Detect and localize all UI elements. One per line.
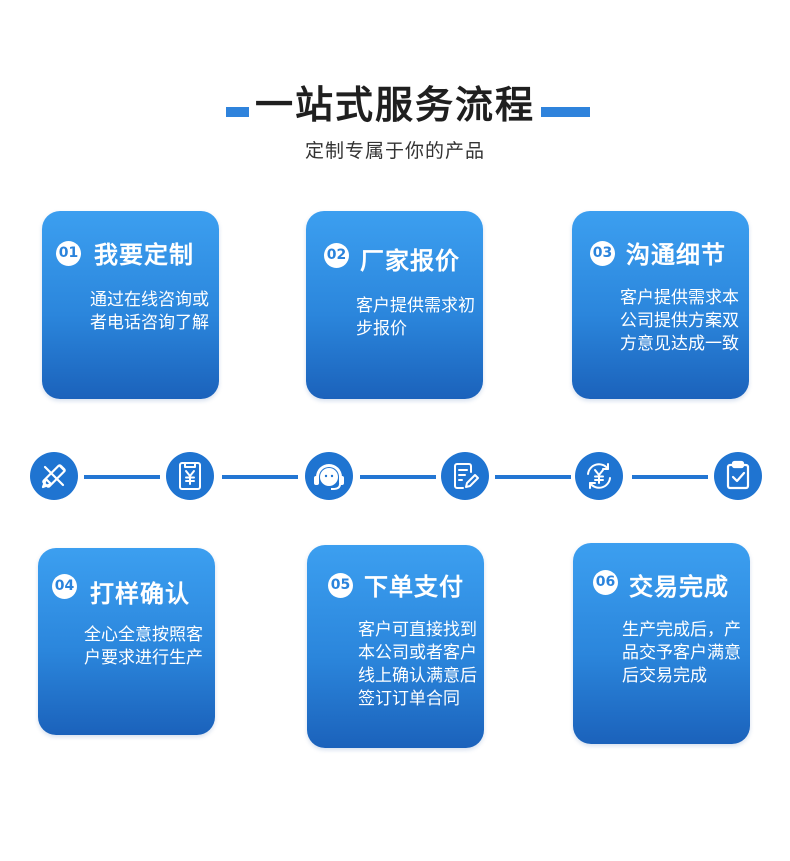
step-description: 生产完成后，产品交予客户满意后交易完成	[622, 620, 741, 686]
step-description: 客户提供需求初步报价	[356, 296, 475, 339]
headset-icon	[305, 452, 353, 500]
step-title: 厂家报价	[360, 247, 460, 275]
timeline-connector	[222, 475, 298, 479]
timeline-connector	[495, 475, 571, 479]
step-description: 全心全意按照客户要求进行生产	[84, 625, 203, 668]
step-card-02: 02 厂家报价 客户提供需求初步报价	[306, 211, 483, 399]
step-title: 下单支付	[364, 573, 464, 601]
timeline-connector	[84, 475, 160, 479]
step-number-badge: 01	[56, 241, 81, 266]
page-subtitle: 定制专属于你的产品	[304, 140, 485, 162]
yen-exchange-icon	[575, 452, 623, 500]
timeline-connector	[360, 475, 436, 479]
step-card-01: 01 我要定制 通过在线咨询或者电话咨询了解	[42, 211, 219, 399]
step-title: 我要定制	[94, 241, 194, 269]
step-description: 客户提供需求本公司提供方案双方意见达成一致	[620, 288, 739, 354]
page-title: 一站式服务流程	[248, 83, 541, 127]
step-description: 客户可直接找到本公司或者客户线上确认满意后签订订单合同	[358, 620, 477, 709]
step-description: 通过在线咨询或者电话咨询了解	[90, 290, 209, 333]
clipboard-check-icon	[714, 452, 762, 500]
step-number-badge: 04	[52, 574, 77, 599]
edit-document-icon	[441, 452, 489, 500]
step-card-04: 04 打样确认 全心全意按照客户要求进行生产	[38, 548, 215, 735]
pencil-ruler-icon	[30, 452, 78, 500]
step-card-03: 03 沟通细节 客户提供需求本公司提供方案双方意见达成一致	[572, 211, 749, 399]
step-number-badge: 06	[593, 570, 618, 595]
timeline-connector	[632, 475, 708, 479]
step-number-badge: 02	[324, 243, 349, 268]
step-title: 交易完成	[629, 573, 729, 601]
step-title: 沟通细节	[626, 241, 726, 269]
step-number-badge: 05	[328, 573, 353, 598]
step-card-05: 05 下单支付 客户可直接找到本公司或者客户线上确认满意后签订订单合同	[307, 545, 484, 748]
step-card-06: 06 交易完成 生产完成后，产品交予客户满意后交易完成	[573, 543, 750, 744]
yen-document-icon	[166, 452, 214, 500]
step-title: 打样确认	[90, 580, 190, 608]
step-number-badge: 03	[590, 241, 615, 266]
